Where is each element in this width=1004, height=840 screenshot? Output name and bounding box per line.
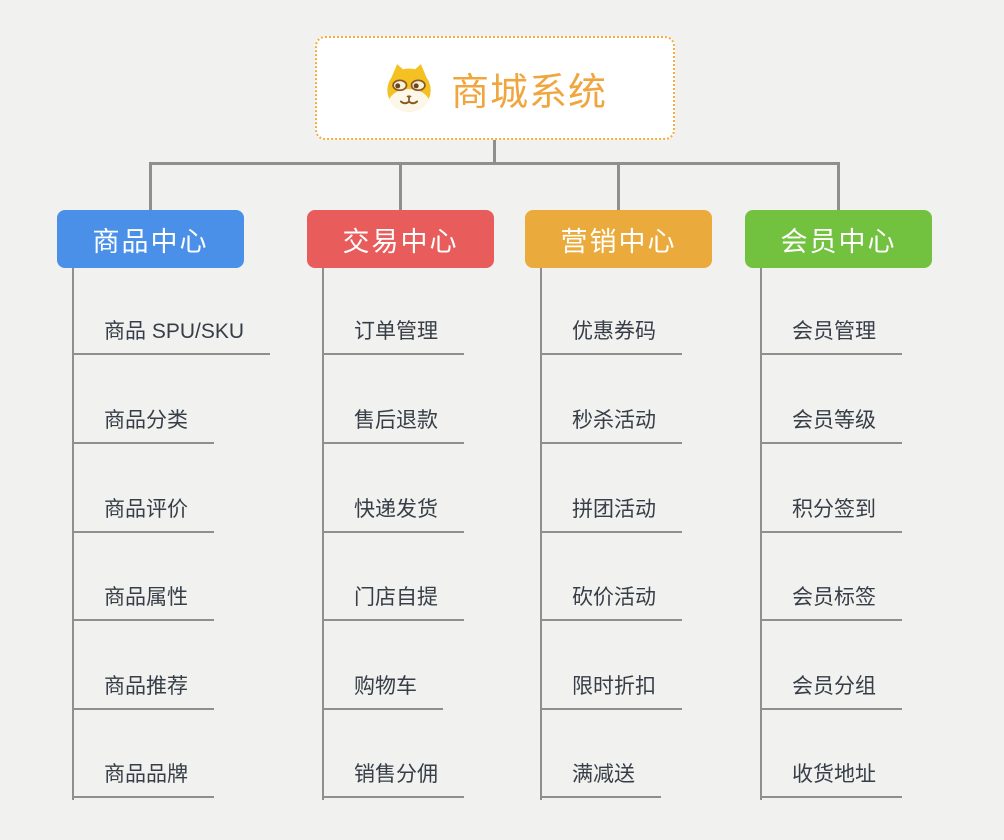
- connector-drop-product-center: [149, 162, 152, 210]
- subtopic[interactable]: 快递发货: [322, 497, 464, 533]
- subtopic[interactable]: 积分签到: [760, 497, 902, 533]
- subtopic[interactable]: 商品属性: [72, 585, 214, 621]
- subtopic[interactable]: 会员管理: [760, 319, 902, 355]
- subtopic[interactable]: 商品评价: [72, 497, 214, 533]
- subtopic[interactable]: 商品分类: [72, 408, 214, 444]
- subtopic[interactable]: 门店自提: [322, 585, 464, 621]
- branch-topic-product-center[interactable]: 商品中心: [57, 210, 244, 268]
- connector-trunk: [760, 268, 762, 800]
- subtopic[interactable]: 优惠券码: [540, 319, 682, 355]
- connector-trunk: [540, 268, 542, 800]
- connector-drop-member-center: [837, 162, 840, 210]
- branch-topic-trade-center[interactable]: 交易中心: [307, 210, 494, 268]
- subtopic[interactable]: 秒杀活动: [540, 408, 682, 444]
- connector-trunk: [322, 268, 324, 800]
- subtopic[interactable]: 订单管理: [322, 319, 464, 355]
- subtopic[interactable]: 砍价活动: [540, 585, 682, 621]
- subtopic[interactable]: 商品推荐: [72, 674, 214, 710]
- subtopic[interactable]: 收货地址: [760, 762, 902, 798]
- branch-topic-member-center[interactable]: 会员中心: [745, 210, 932, 268]
- subtopic[interactable]: 售后退款: [322, 408, 464, 444]
- subtopic[interactable]: 商品品牌: [72, 762, 214, 798]
- subtopic[interactable]: 商品 SPU/SKU: [72, 319, 271, 355]
- connector-drop-marketing-center: [617, 162, 620, 210]
- root-topic-label: 商城系统: [450, 71, 607, 114]
- subtopic[interactable]: 会员分组: [760, 674, 902, 710]
- subtopic[interactable]: 限时折扣: [540, 674, 682, 710]
- shiba-dog-face-icon: [387, 64, 431, 112]
- subtopic[interactable]: 会员标签: [760, 585, 902, 621]
- connector-root-stem: [493, 140, 496, 164]
- connector-horizontal-bar: [149, 162, 840, 165]
- root-topic[interactable]: 商城系统: [315, 36, 675, 140]
- subtopic[interactable]: 会员等级: [760, 408, 902, 444]
- connector-drop-trade-center: [399, 162, 402, 210]
- subtopic[interactable]: 销售分佣: [322, 762, 464, 798]
- subtopic[interactable]: 购物车: [322, 674, 443, 710]
- branch-topic-marketing-center[interactable]: 营销中心: [525, 210, 712, 268]
- connector-trunk: [72, 268, 74, 800]
- subtopic[interactable]: 拼团活动: [540, 497, 682, 533]
- subtopic[interactable]: 满减送: [540, 762, 661, 798]
